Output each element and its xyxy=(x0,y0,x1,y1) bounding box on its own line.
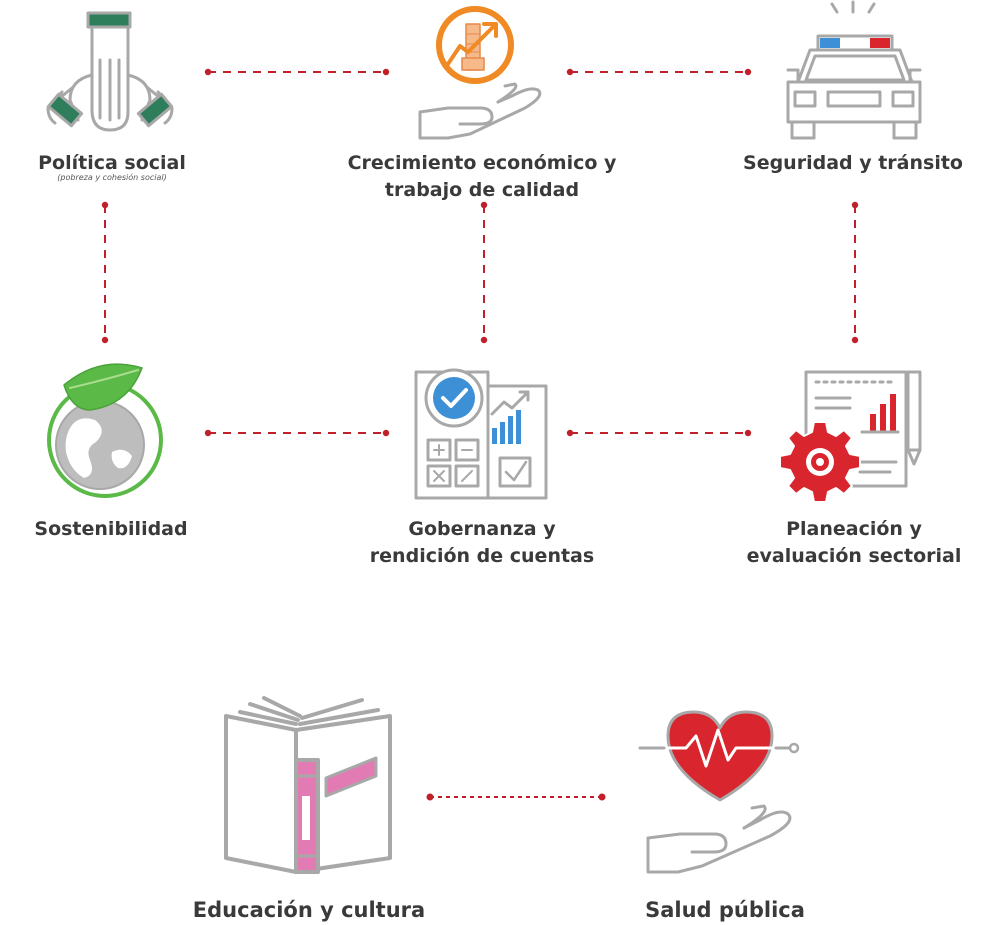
connector-seguridad-planeacion xyxy=(851,201,859,344)
node-crecimiento: Crecimiento económico y trabajo de calid… xyxy=(348,150,617,204)
node-gobernanza: Gobernanza y rendición de cuentas xyxy=(370,516,594,570)
hands-icon xyxy=(46,11,174,132)
book-icon xyxy=(224,696,392,874)
politica-social-title: Política social xyxy=(38,152,186,174)
planning-icon xyxy=(779,370,922,503)
crecimiento-title-line2: trabajo de calidad xyxy=(384,179,580,201)
connector-politica-crecimiento xyxy=(204,68,390,76)
salud-title: Salud pública xyxy=(645,898,805,922)
node-politica-social: Política social xyxy=(38,150,186,177)
node-seguridad: Seguridad y tránsito xyxy=(743,150,963,177)
educacion-title: Educación y cultura xyxy=(192,898,426,922)
gobernanza-title-line1: Gobernanza y xyxy=(408,518,556,540)
sostenibilidad-title: Sostenibilidad xyxy=(34,518,188,540)
planeacion-title-line2: evaluación sectorial xyxy=(746,545,962,567)
connector-educacion-salud xyxy=(426,793,606,801)
governance-icon xyxy=(414,368,548,500)
node-sostenibilidad: Sostenibilidad xyxy=(34,516,187,543)
connector-politica-sostenibilidad xyxy=(101,201,109,344)
crecimiento-title-line1: Crecimiento económico y xyxy=(347,152,617,174)
node-planeacion: Planeación y evaluación sectorial xyxy=(747,516,962,570)
connector-crecimiento-gobernanza xyxy=(480,201,488,344)
planeacion-title-line1: Planeación y xyxy=(786,518,922,540)
seguridad-title: Seguridad y tránsito xyxy=(743,152,963,174)
connector-gobernanza-planeacion xyxy=(566,429,752,437)
node-salud: Salud pública xyxy=(645,897,805,924)
politica-social-subtitle: (pobreza y cohesión social) xyxy=(57,173,167,182)
globe-leaf-icon xyxy=(47,363,163,498)
node-educacion: Educación y cultura xyxy=(193,897,425,924)
police-car-icon xyxy=(786,0,922,140)
heart-hand-icon xyxy=(638,710,800,874)
gobernanza-title-line2: rendición de cuentas xyxy=(369,545,595,567)
connector-crecimiento-seguridad xyxy=(566,68,752,76)
economic-growth-icon xyxy=(418,6,542,140)
connector-sostenibilidad-gobernanza xyxy=(204,429,390,437)
